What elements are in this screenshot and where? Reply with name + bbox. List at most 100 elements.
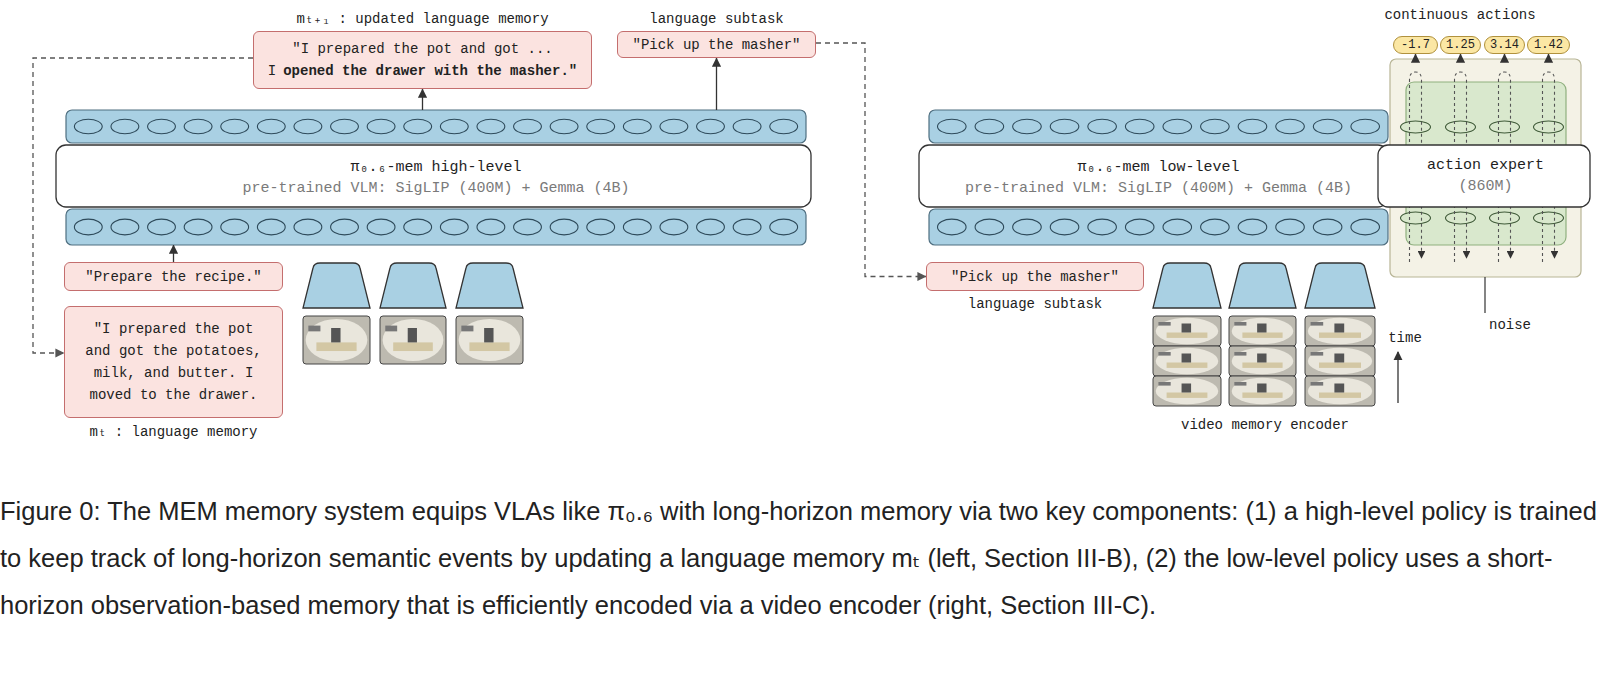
token-oval	[1201, 119, 1230, 134]
node-content: 1.42	[1528, 38, 1569, 52]
image-frame	[1229, 376, 1296, 406]
token-oval	[1125, 119, 1154, 134]
feedback-arrow	[816, 43, 926, 277]
image-fisheye	[1232, 318, 1294, 344]
image-counter	[1242, 333, 1282, 338]
model-name: π₀.₆-mem high-level	[76, 157, 796, 178]
flow-arrow	[1504, 54, 1505, 59]
token-oval	[1313, 219, 1342, 235]
node-content: -1.7	[1394, 38, 1437, 52]
token-band	[66, 110, 806, 143]
image-frame	[380, 316, 446, 364]
model-box	[1378, 145, 1590, 207]
camera-image	[1229, 376, 1296, 406]
encoder-trapezoid	[456, 263, 523, 308]
image-fisheye	[1156, 378, 1219, 404]
token-band	[929, 209, 1388, 245]
text-box: "I prepared the pot and got the potatoes…	[64, 306, 283, 418]
token-oval	[294, 219, 322, 235]
image-robot	[331, 328, 340, 342]
camera-image	[1229, 316, 1296, 346]
image-fisheye	[1308, 378, 1372, 404]
token-oval	[257, 219, 285, 235]
image-shelf	[1234, 322, 1246, 326]
image-frame	[303, 316, 370, 364]
expert-token	[1490, 212, 1520, 224]
token-oval	[1163, 119, 1192, 134]
node-text: 1.25	[1441, 38, 1480, 52]
image-robot	[1334, 354, 1344, 363]
camera-image	[1153, 346, 1221, 376]
encoder-trapezoid	[380, 263, 446, 308]
token-oval	[367, 219, 395, 235]
flow-arrow	[716, 58, 717, 110]
image-frame	[1153, 316, 1221, 346]
token-oval	[221, 119, 249, 134]
annotation-label: time	[1388, 330, 1422, 346]
image-fisheye	[1308, 318, 1372, 344]
token-oval	[404, 219, 432, 235]
token-oval	[938, 119, 967, 134]
token-oval	[221, 219, 249, 235]
image-counter	[1167, 363, 1208, 368]
token-oval	[770, 119, 798, 134]
node-content: π₀.₆-mem low-levelpre-trained VLM: SigLI…	[929, 157, 1388, 199]
token-oval	[74, 219, 102, 235]
token-oval	[367, 119, 395, 134]
image-frame	[1305, 316, 1375, 346]
token-oval	[477, 119, 505, 134]
image-fisheye	[383, 319, 444, 361]
action-value: 3.14	[1484, 36, 1525, 54]
node-content: "I prepared the pot and got the potatoes…	[65, 314, 282, 410]
image-counter	[393, 342, 433, 351]
flow-arrow	[173, 245, 174, 262]
token-oval	[1238, 119, 1267, 134]
model-block: action expert(860M)	[1390, 59, 1581, 277]
node-heading: mₜ₊₁ : updated language memory	[296, 10, 548, 27]
text-box: "Prepare the recipe."	[64, 262, 283, 291]
node-content: 1.25	[1441, 38, 1480, 52]
token-oval	[331, 219, 359, 235]
image-fisheye	[306, 319, 368, 361]
model-name: action expert	[1400, 155, 1571, 176]
token-oval	[184, 119, 212, 134]
token-oval	[1125, 219, 1154, 235]
image-robot	[1257, 324, 1266, 333]
image-fisheye	[1232, 348, 1294, 374]
action-value: 1.25	[1440, 36, 1481, 54]
token-oval	[148, 219, 176, 235]
token-oval	[404, 119, 432, 134]
model-detail: pre-trained VLM: SigLIP (400M) + Gemma (…	[939, 178, 1378, 199]
node-content: "I prepared the pot and got ... Iopened …	[254, 38, 591, 82]
token-oval	[660, 119, 688, 134]
image-fisheye	[1232, 378, 1294, 404]
expert-token	[1401, 212, 1431, 224]
model-box	[919, 145, 1388, 207]
image-counter	[1319, 333, 1361, 338]
image-counter	[1167, 333, 1208, 338]
token-oval	[1050, 119, 1079, 134]
image-robot	[484, 328, 493, 342]
token-oval	[111, 119, 139, 134]
expert-token	[1446, 212, 1476, 224]
expert-token	[1534, 121, 1564, 133]
token-oval	[184, 219, 212, 235]
image-robot	[1257, 384, 1266, 393]
token-oval	[975, 219, 1004, 235]
token-oval	[111, 219, 139, 235]
model-name: π₀.₆-mem low-level	[939, 157, 1378, 178]
token-oval	[550, 219, 578, 235]
token-oval	[440, 119, 468, 134]
node-heading: mₜ : language memory	[89, 423, 257, 440]
token-oval	[697, 219, 725, 235]
image-shelf	[385, 326, 397, 332]
expert-token	[1534, 212, 1564, 224]
image-fisheye	[459, 319, 521, 361]
camera-image	[1153, 376, 1221, 406]
token-oval	[623, 119, 651, 134]
token-oval	[331, 119, 359, 134]
image-shelf	[461, 326, 473, 332]
token-oval	[514, 219, 542, 235]
node-text: 3.14	[1485, 38, 1524, 52]
